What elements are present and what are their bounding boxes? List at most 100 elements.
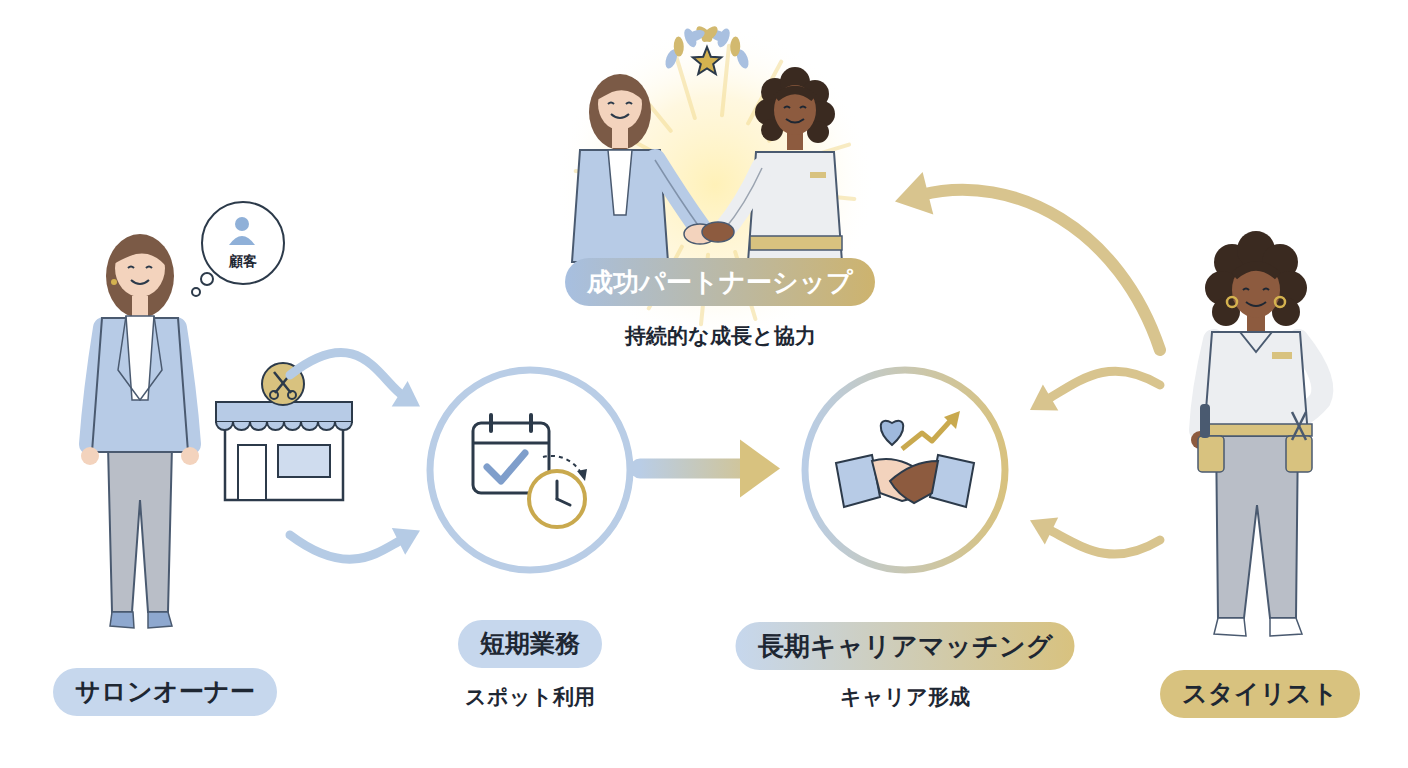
- partner-stylist-figure: [750, 236, 842, 250]
- stage-subtitle: キャリア形成: [840, 683, 970, 711]
- stage-group: 短期業務スポット利用: [420, 365, 640, 710]
- partner-owner-figure: [655, 160, 700, 228]
- stage-subtitle: 持続的な成長と協力: [625, 322, 816, 350]
- salon-shop: [216, 422, 233, 430]
- salon-shop: [216, 422, 352, 430]
- flow-arrow: [1030, 518, 1160, 555]
- actor-pill: サロンオーナー: [53, 668, 277, 716]
- icon-part: [473, 442, 549, 445]
- stylist-figure: [1232, 262, 1280, 318]
- flow-arrow: [290, 353, 420, 407]
- partner-stylist-figure: [755, 67, 835, 143]
- arrow-head: [392, 528, 420, 555]
- owner-figure: [146, 267, 152, 269]
- actor-group: サロンオーナー: [40, 225, 290, 725]
- salon-shop: [216, 363, 352, 500]
- glow-ray: [722, 46, 729, 116]
- stage-pill: 長期キャリアマッチング: [736, 622, 1075, 670]
- partner-stylist-figure: [800, 107, 806, 109]
- salon-shop: [284, 422, 301, 430]
- salon-shop: [278, 445, 330, 477]
- partner-stylist-figure: [810, 172, 826, 178]
- flow-arrow: [1030, 371, 1160, 410]
- stage-pill: 成功パートナーシップ: [565, 258, 875, 306]
- bubble-text: 顧客: [203, 253, 283, 271]
- icon-part: [489, 415, 493, 431]
- stage-pill: 短期業務: [458, 620, 602, 668]
- owner-figure: [131, 280, 149, 284]
- icon-part: [902, 419, 952, 449]
- owner-figure: [128, 267, 134, 269]
- stylist-figure: [1198, 436, 1224, 472]
- salon-shop: [335, 422, 352, 430]
- salon-shop: [238, 445, 266, 500]
- partner-owner-figure: [572, 74, 700, 262]
- owner-figure: [132, 296, 148, 318]
- salon-shop: [288, 391, 296, 399]
- icon-part: [487, 453, 525, 481]
- success-glow: [555, 24, 875, 345]
- stylist-figure: [1275, 297, 1285, 307]
- partner-handshake: [702, 222, 734, 242]
- thought-bubble: 顧客: [201, 201, 285, 285]
- laurel-leaf: [684, 27, 706, 44]
- stage-group: 長期キャリアマッチングキャリア形成: [780, 365, 1030, 710]
- partner-stylist-figure: [784, 107, 790, 109]
- success-glow: [693, 47, 722, 74]
- flow-arrow: [290, 528, 420, 559]
- salon-shop: [270, 391, 278, 399]
- icon-part: [890, 461, 938, 503]
- flow-arrow: [895, 172, 1160, 350]
- stylist-figure: [1292, 412, 1306, 440]
- partner-stylist-figure: [776, 90, 814, 98]
- partner-owner-figure: [611, 114, 629, 118]
- arrow-head: [1030, 385, 1058, 411]
- salon-shop: [301, 422, 318, 430]
- owner-figure: [181, 447, 199, 465]
- owner-figure: [114, 236, 166, 266]
- salon-shop: [233, 422, 250, 430]
- owner-figure: [81, 234, 199, 628]
- arrow-line: [290, 353, 404, 397]
- salon-shop: [267, 422, 284, 430]
- partner-stylist-figure: [724, 168, 762, 230]
- stylist-figure: [1234, 266, 1278, 276]
- stylist-figure: [1227, 297, 1237, 307]
- glow-ray: [675, 51, 695, 118]
- arrow-line: [921, 190, 1160, 350]
- actor-pill: スタイリスト: [1160, 670, 1360, 718]
- partner-owner-figure: [626, 103, 632, 105]
- partner-owner-figure: [589, 74, 651, 150]
- stylist-figure: [1240, 332, 1272, 352]
- partner-owner-figure: [608, 103, 614, 105]
- stylist-figure: [1270, 618, 1302, 636]
- partner-stylist-figure: [786, 119, 804, 123]
- partner-stylist-figure: [774, 85, 816, 135]
- owner-figure: [108, 446, 172, 612]
- salon-shop: [225, 420, 343, 500]
- success-group: 成功パートナーシップ持続的な成長と協力: [545, 20, 895, 350]
- partner-handshake: [684, 222, 734, 244]
- stylist-figure: [1263, 289, 1269, 291]
- stylist-figure: [1246, 302, 1266, 306]
- stylist-figure: [1286, 436, 1312, 472]
- owner-figure: [148, 612, 172, 628]
- icon-part: [529, 415, 533, 431]
- thought-dots: [201, 273, 213, 285]
- owner-figure: [111, 279, 117, 285]
- icon-part: [430, 370, 630, 570]
- flow-arrow: [640, 440, 780, 498]
- stylist-figure: [1292, 412, 1306, 440]
- stage-ring: [425, 365, 635, 575]
- icon-part: [944, 411, 960, 429]
- stylist-figure: [1272, 352, 1292, 359]
- arrow-head: [895, 172, 933, 215]
- stylist-figure: [1243, 289, 1249, 291]
- arrow-head: [392, 381, 420, 406]
- thought-dots: [192, 273, 213, 296]
- partner-stylist-figure: [724, 168, 762, 230]
- laurel-leaf: [673, 36, 684, 56]
